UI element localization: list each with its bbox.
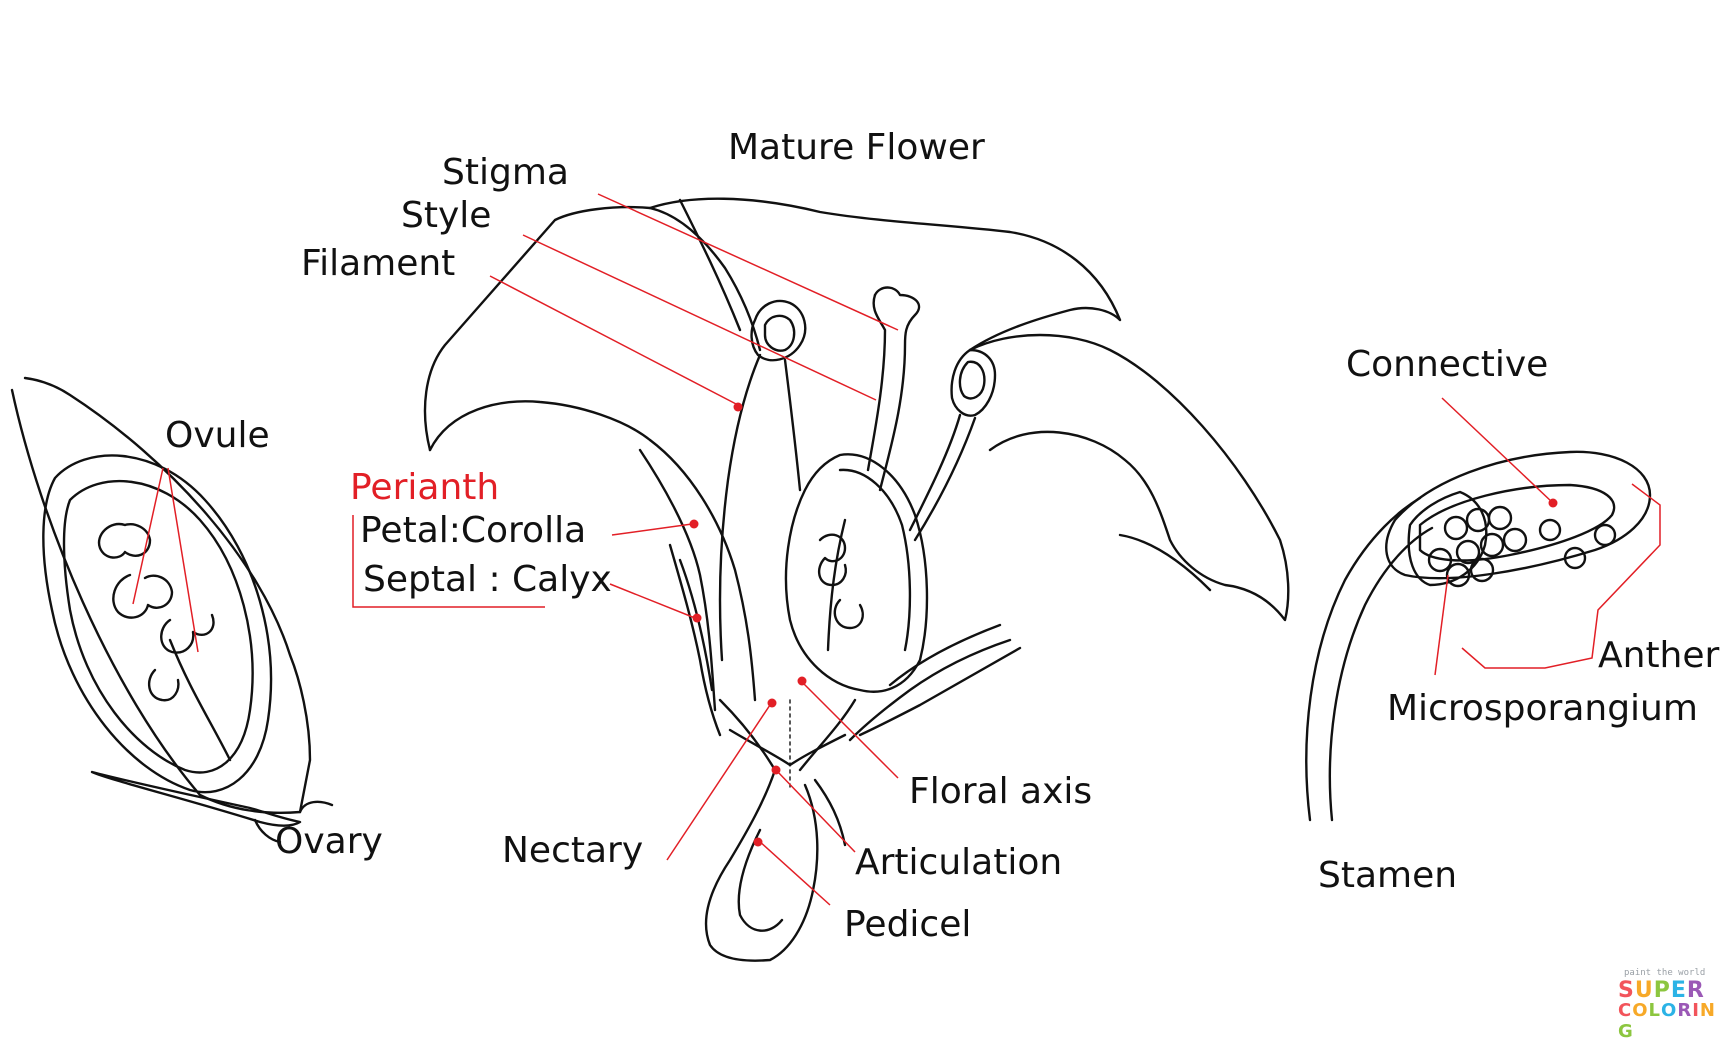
label-articulation: Articulation	[855, 842, 1063, 883]
logo-word-coloring-text: COLORING	[1618, 1000, 1716, 1042]
logo-word-coloring: COLORING	[1618, 1000, 1722, 1042]
label-perianth: Perianth	[350, 467, 500, 508]
label-style: Style	[401, 195, 492, 236]
label-anther: Anther	[1598, 635, 1720, 676]
pointer-lines	[132, 193, 1661, 906]
logo-tagline: paint the world	[1624, 968, 1706, 978]
label-petal-corolla: Petal:Corolla	[360, 510, 587, 551]
label-stigma: Stigma	[442, 152, 569, 193]
label-stamen: Stamen	[1318, 855, 1458, 896]
label-connective: Connective	[1346, 344, 1549, 385]
label-ovary: Ovary	[275, 821, 383, 862]
label-nectary: Nectary	[502, 830, 644, 871]
label-floral-axis: Floral axis	[909, 771, 1093, 812]
ovary-drawing	[10, 376, 334, 844]
label-microsporangium: Microsporangium	[1387, 688, 1698, 729]
label-septal-calyx: Septal : Calyx	[363, 559, 612, 600]
supercoloring-logo: paint the world SUPER COLORING	[1618, 968, 1722, 1042]
label-ovule: Ovule	[165, 415, 270, 456]
logo-word-super-text: SUPER	[1618, 978, 1705, 1003]
logo-word-super: SUPER	[1618, 978, 1705, 1003]
title-mature-flower: Mature Flower	[728, 127, 985, 168]
pointer-dots	[689, 402, 1558, 847]
label-pedicel: Pedicel	[844, 904, 972, 945]
mature-flower-drawing	[423, 197, 1290, 962]
label-filament: Filament	[301, 243, 456, 284]
